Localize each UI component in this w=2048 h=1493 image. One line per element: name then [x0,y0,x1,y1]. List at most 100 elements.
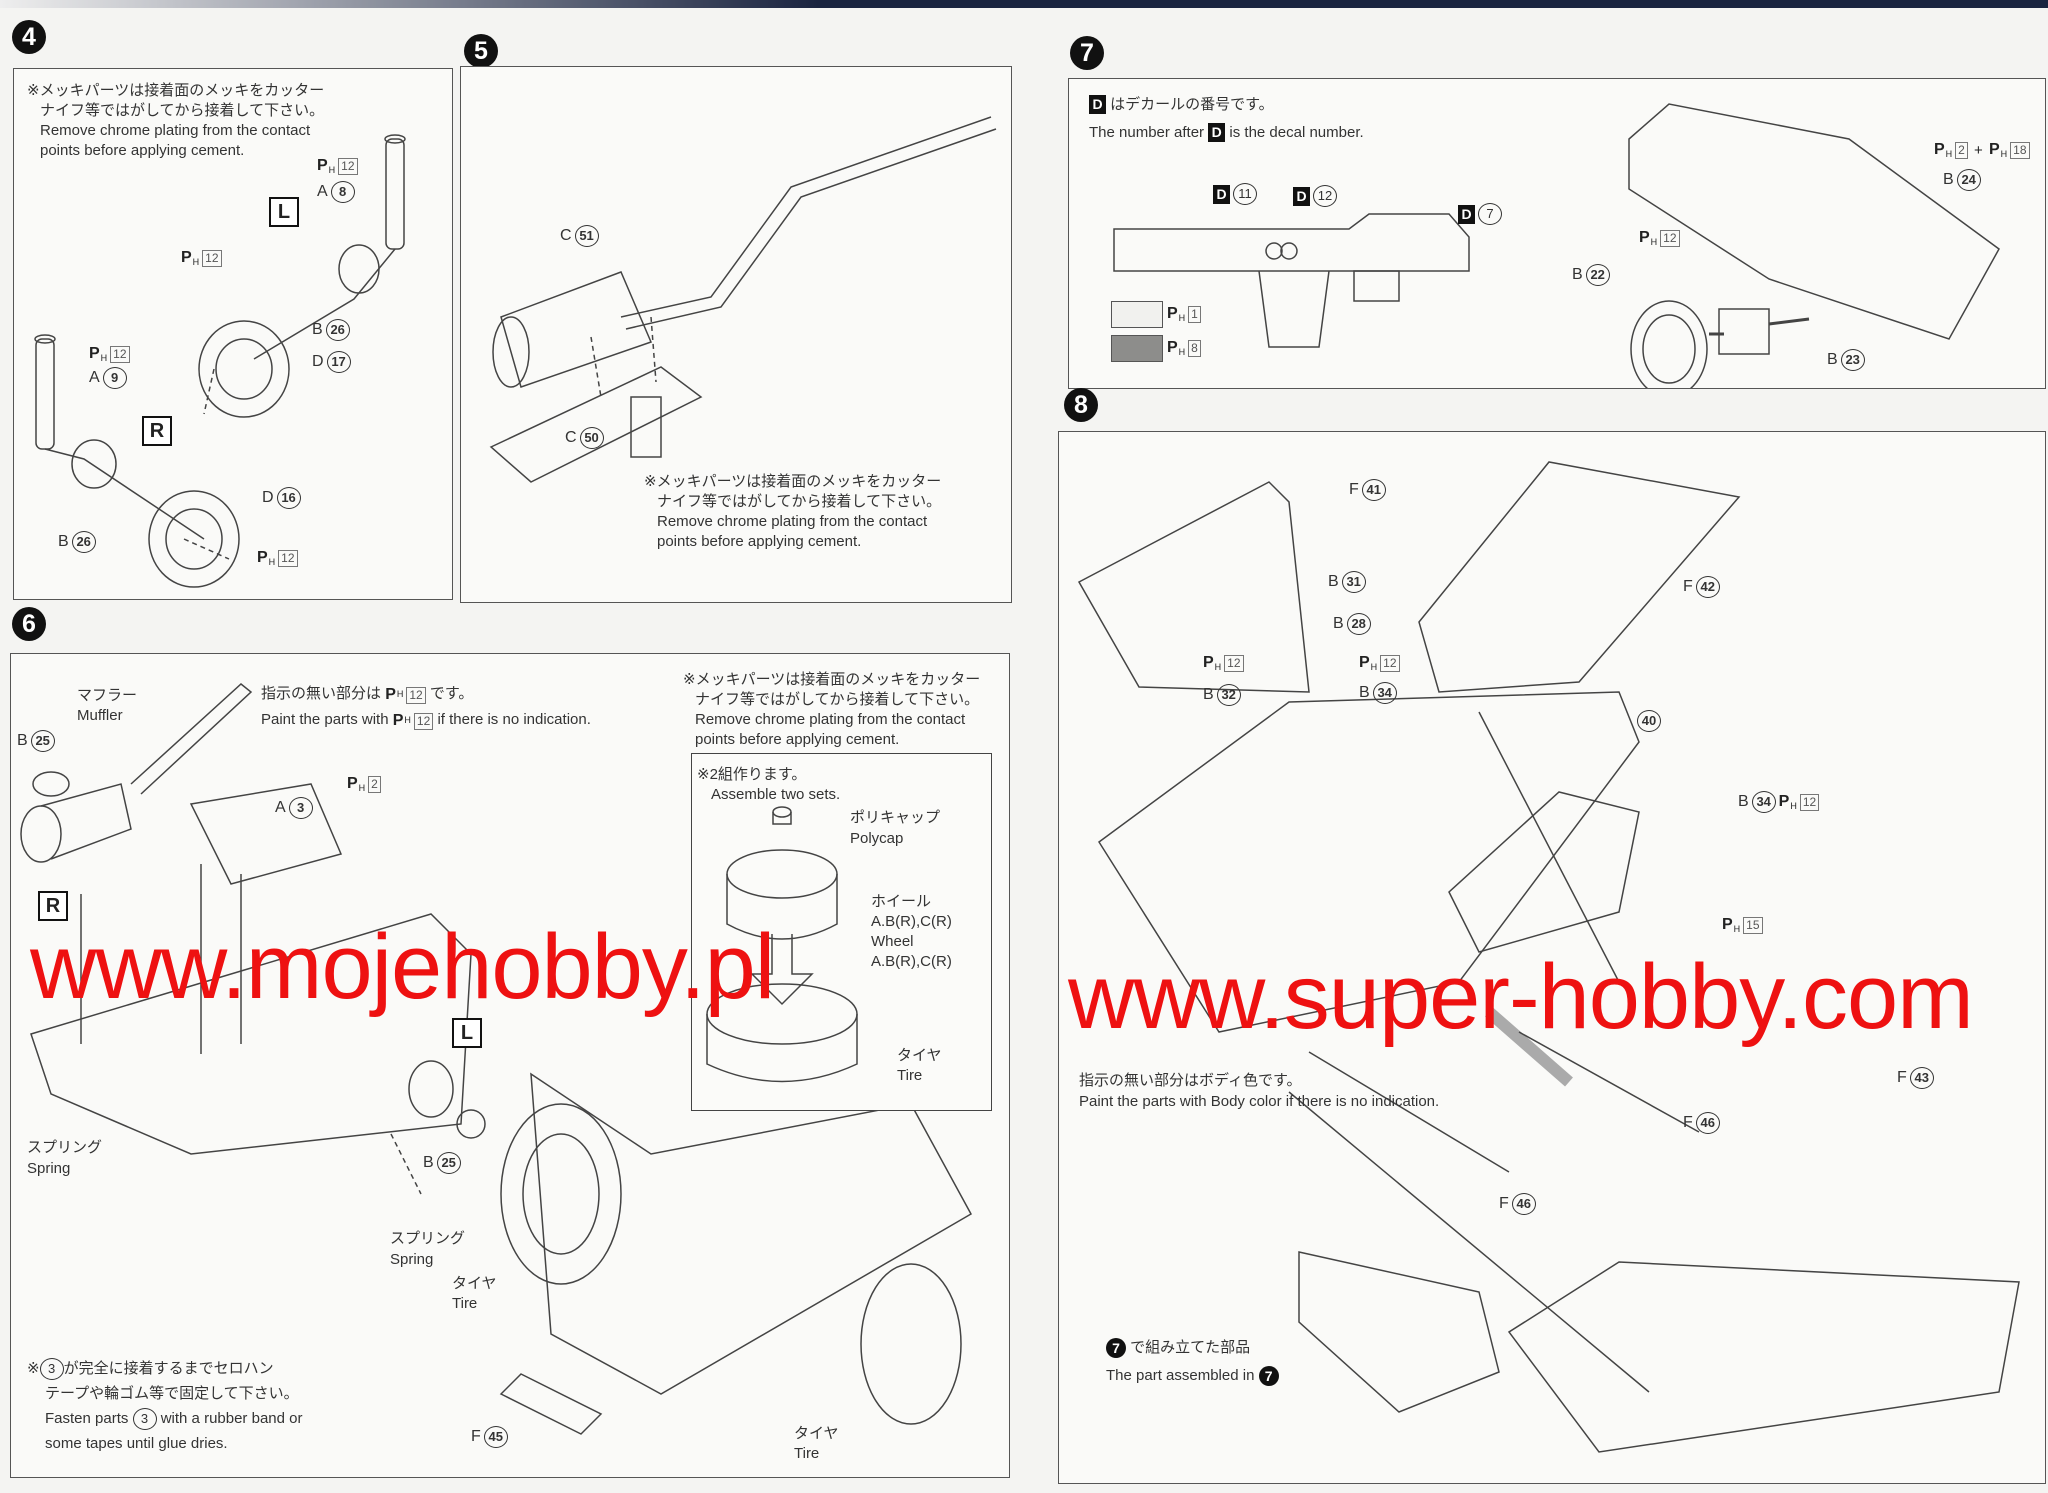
side-label-left: L [452,1018,482,1048]
spring-label-jp: スプリング [390,1230,466,1247]
step-4-drawing [34,134,406,588]
chrome-note-line: ※メッキパーツは接着面のメッキをカッター [644,473,942,490]
inset-note-jp: ※2組作ります。 [697,766,807,783]
chrome-note-line: ナイフ等ではがしてから接着して下さい。 [40,102,325,119]
step-number-5: 5 [464,34,498,68]
side-label-right: R [142,416,172,446]
step-number-4: 4 [12,20,46,54]
chrome-note-line: Remove chrome plating from the contact [695,711,966,728]
tire-label-en: Tire [897,1067,923,1084]
polycap-label-en: Polycap [850,830,904,847]
muffler-label-jp: マフラー [77,687,138,704]
watermark-super-hobby: www.super-hobby.com [1068,946,1974,1048]
step-number-6: 6 [12,607,46,641]
step-number-8: 8 [1064,388,1098,422]
chassis-drawing [20,683,973,1435]
tire-label-jp: タイヤ [897,1047,942,1064]
chrome-note-line: Remove chrome plating from the contact [657,513,928,530]
spring-label-en: Spring [390,1251,434,1268]
color-swatch-gray [1111,335,1163,362]
chrome-note-line: points before applying cement. [657,533,862,550]
spring-label-jp: スプリング [27,1139,103,1156]
decal-note-jp: D はデカールの番号です。 [1089,95,1274,114]
body-color-note-en: Paint the parts with Body color if there… [1079,1093,1440,1110]
wheel-assembly-inset: ※2組作ります。 Assemble two sets. ポリキャップ Polyc… [691,753,992,1111]
chrome-note-line: ※メッキパーツは接着面のメッキをカッター [27,82,325,99]
page-top-edge [0,0,2048,8]
decal-note-en: The number after D is the decal number. [1089,123,1364,142]
chrome-note-line: ナイフ等ではがしてから接着して下さい。 [657,493,942,510]
watermark-mojehobby: www.mojehobby.pl [30,916,775,1018]
inset-note-en: Assemble two sets. [711,786,841,803]
polycap-label-jp: ポリキャップ [850,809,941,826]
wheel-drawing [706,806,858,1083]
step-number-7: 7 [1070,36,1104,70]
wheel-label-jp: ホイール [871,893,932,910]
chrome-note-line: points before applying cement. [40,142,245,159]
chrome-note-line: ※メッキパーツは接着面のメッキをカッター [683,671,981,688]
assembled-note-jp: 7 で組み立てた部品 [1106,1338,1250,1359]
fasten-note-en-1: Fasten parts 3 with a rubber band or [45,1408,302,1430]
chrome-note-line: Remove chrome plating from the contact [40,122,311,139]
step-7-panel: D はデカールの番号です。 The number after D is the … [1068,78,2046,389]
muffler-label-en: Muffler [77,707,123,724]
tire-label-jp: タイヤ [794,1425,839,1442]
fasten-note-en-2: some tapes until glue dries. [45,1435,228,1452]
step-4-panel: ※メッキパーツは接着面のメッキをカッター ナイフ等ではがしてから接着して下さい。… [13,68,453,600]
side-label-left: L [269,197,299,227]
chrome-note-line: points before applying cement. [695,731,900,748]
wheel-label-en: Wheel [871,933,914,950]
wheel-parts-en: A.B(R),C(R) [871,953,952,970]
dashboard-drawing [1113,103,2000,388]
side-label-right: R [38,891,68,921]
exhaust-pipe-drawing [489,116,997,483]
tire-label-jp: タイヤ [452,1275,497,1292]
wheel-parts-jp: A.B(R),C(R) [871,913,952,930]
chrome-note-line: ナイフ等ではがしてから接着して下さい。 [695,691,980,708]
part-callout-40: 40 [1637,710,1661,732]
tire-label-en: Tire [794,1445,820,1462]
spring-label-en: Spring [27,1160,71,1177]
